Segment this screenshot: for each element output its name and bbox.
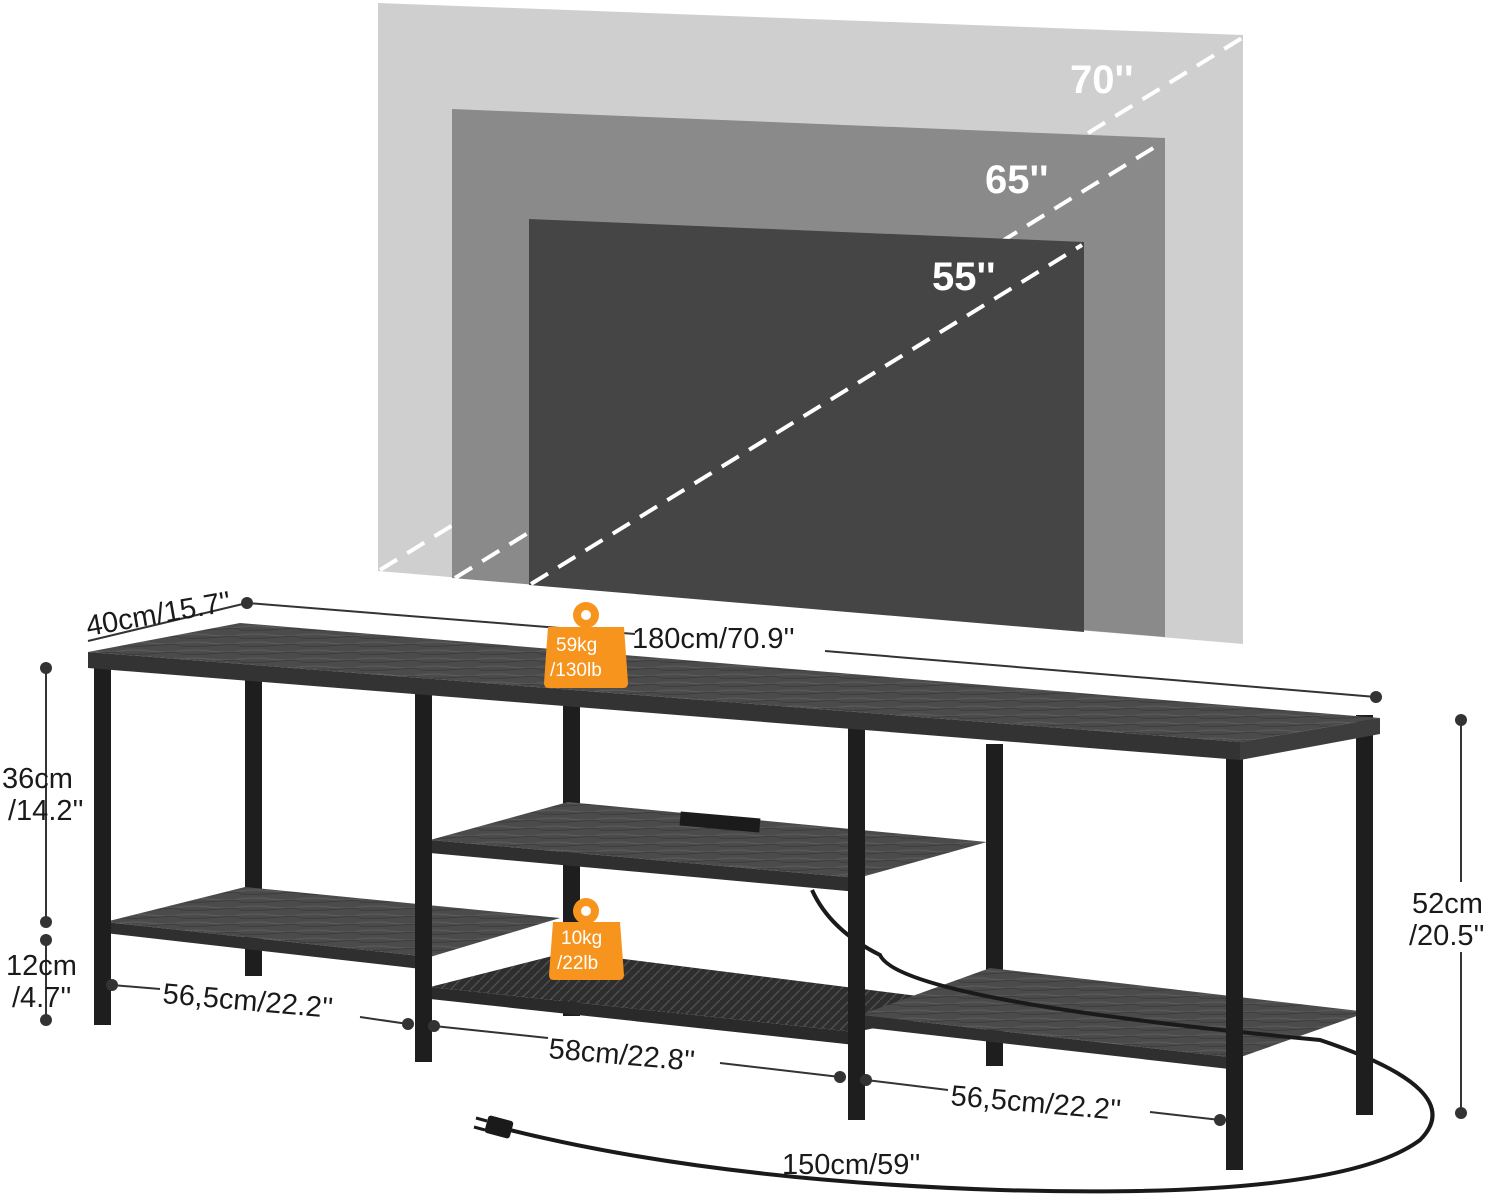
front-leg xyxy=(848,722,865,1120)
front-leg xyxy=(94,665,111,1025)
tv-size-55: 55'' xyxy=(529,219,1084,632)
top-height-label: 36cm /14.2'' xyxy=(2,763,84,827)
weight-icon xyxy=(549,922,624,980)
front-leg xyxy=(1226,745,1243,1170)
tv-size-65-label: 65'' xyxy=(985,158,1049,202)
right-bay-label: 56,5cm/22.2'' xyxy=(949,1080,1122,1127)
cable-length-label: 150cm/59'' xyxy=(782,1149,920,1181)
shelf-load-badge: 10kg /22lb xyxy=(549,898,624,980)
top-board xyxy=(88,623,1380,742)
power-strip xyxy=(679,811,761,833)
front-leg xyxy=(415,690,432,1062)
tv-stand xyxy=(88,623,1435,1194)
tv-size-70-label: 70'' xyxy=(1070,58,1134,102)
leg-height-label: 12cm /4.7'' xyxy=(6,950,85,1014)
width-label: 180cm/70.9'' xyxy=(632,623,795,655)
svg-text:10kg /22lb: 10kg /22lb xyxy=(557,928,607,974)
total-height-label: 52cm /20.5'' xyxy=(1409,888,1491,952)
bottom-shelf-left xyxy=(105,887,560,957)
plug-icon xyxy=(473,1115,514,1139)
svg-text:59kg /130lb: 59kg /130lb xyxy=(550,635,602,681)
middle-shelf xyxy=(430,802,987,878)
power-cable xyxy=(489,889,1435,1194)
weight-icon xyxy=(544,627,628,688)
dimension-lines xyxy=(40,597,1467,1126)
top-load-badge: 59kg /130lb xyxy=(544,602,628,688)
left-bay-label: 56,5cm/22.2'' xyxy=(161,978,334,1025)
tv-size-55-label: 55'' xyxy=(932,255,996,299)
front-leg xyxy=(1356,715,1373,1115)
middle-bay-label: 58cm/22.8'' xyxy=(547,1033,696,1078)
